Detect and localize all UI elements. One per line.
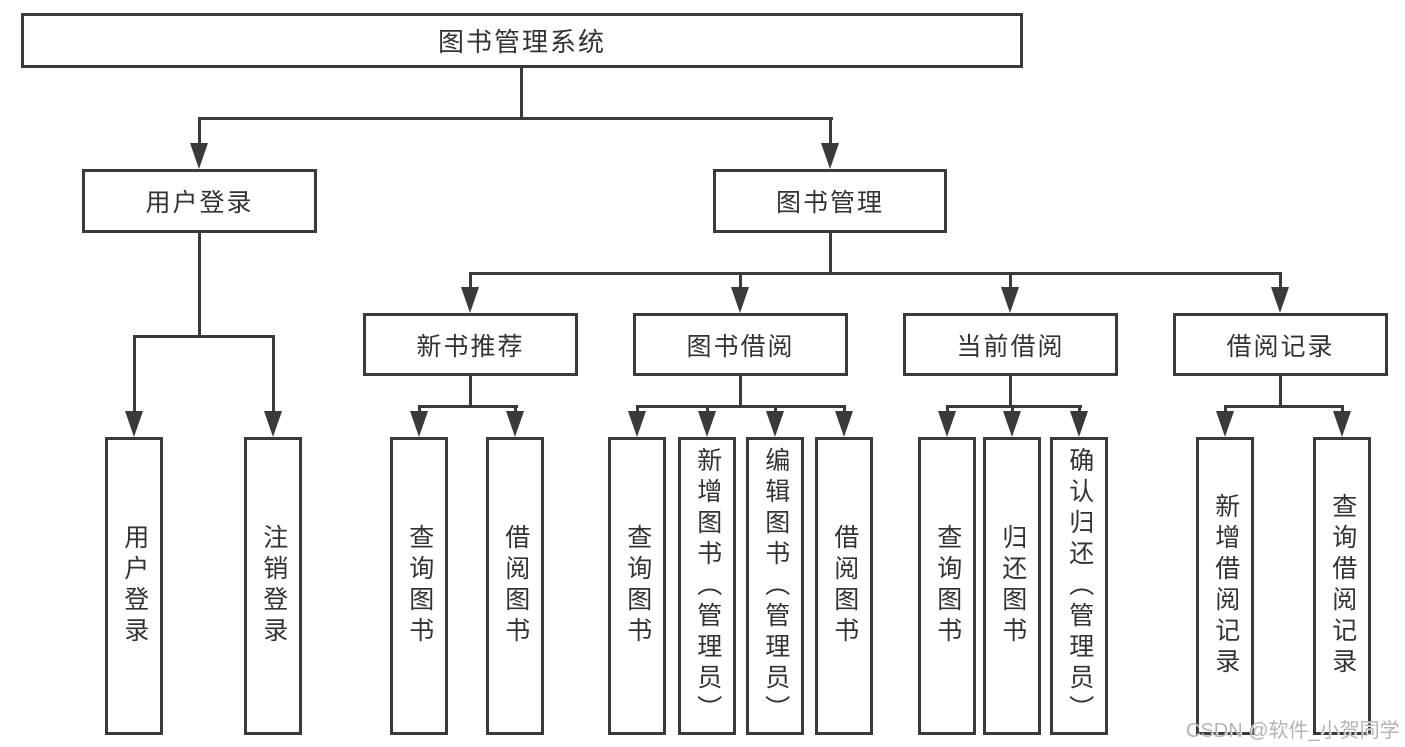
node-book-borrow-label: 图书借阅	[686, 332, 795, 361]
leaf-return-books: 归还图书	[983, 437, 1041, 735]
connector-root-branch	[198, 117, 833, 120]
leaf-logout-label: 注销登录	[259, 524, 288, 648]
arrow-down-icon	[125, 411, 143, 437]
node-current-borrow: 当前借阅	[903, 313, 1118, 376]
connector-stub	[1011, 405, 1014, 413]
node-library-management-system: 图书管理系统	[21, 13, 1023, 68]
leaf-add-borrow-record-label: 新增借阅记录	[1211, 493, 1240, 679]
leaf-borrow-books-label: 借阅图书	[830, 524, 859, 648]
node-current-borrow-label: 当前借阅	[956, 332, 1065, 361]
leaf-return-books-label: 归还图书	[998, 524, 1027, 648]
leaf-borrow-books-recommend: 借阅图书	[486, 437, 544, 735]
connector-borrow-branch	[636, 405, 846, 408]
connector-stub	[636, 405, 639, 413]
arrow-down-icon	[1001, 287, 1019, 313]
arrow-down-icon	[1070, 411, 1088, 437]
leaf-add-borrow-record: 新增借阅记录	[1196, 437, 1254, 735]
leaf-borrow-books-recommend-label: 借阅图书	[501, 524, 530, 648]
leaf-query-books-borrow-label: 查询图书	[623, 524, 652, 648]
connector-to-book-borrow	[739, 272, 742, 289]
connector-to-new-book	[469, 272, 472, 289]
connector-current-branch	[946, 405, 1082, 408]
connector-records-stem	[1279, 376, 1282, 407]
connector-stub	[1224, 405, 1227, 413]
connector-login-stem	[198, 233, 201, 335]
connector-rec-stem	[469, 376, 472, 407]
node-user-login: 用户登录	[82, 169, 317, 233]
connector-records-branch	[1224, 405, 1344, 408]
leaf-query-borrow-record-label: 查询借阅记录	[1328, 493, 1357, 679]
arrow-down-icon	[628, 411, 646, 437]
connector-login-branch	[133, 335, 275, 338]
arrow-down-icon	[1271, 287, 1289, 313]
connector-stub	[514, 405, 517, 413]
leaf-query-books-recommend: 查询图书	[390, 437, 448, 735]
csdn-watermark: CSDN @软件_小贺同学	[1186, 720, 1400, 742]
arrow-down-icon	[1216, 411, 1234, 437]
node-user-login-label: 用户登录	[145, 189, 254, 217]
leaf-query-books-current: 查询图书	[918, 437, 976, 735]
leaf-query-books-current-label: 查询图书	[933, 524, 962, 648]
connector-stub	[946, 405, 949, 413]
connector-stub	[774, 405, 777, 413]
arrow-down-icon	[731, 287, 749, 313]
arrow-down-icon	[264, 411, 282, 437]
arrow-down-icon	[190, 143, 208, 169]
node-book-borrow: 图书借阅	[633, 313, 848, 376]
connector-stub	[1078, 405, 1081, 413]
node-new-book-recommend: 新书推荐	[363, 313, 578, 376]
node-book-management-label: 图书管理	[775, 189, 884, 217]
leaf-confirm-return-admin-label: 确认归还（管理员）	[1065, 446, 1094, 726]
leaf-add-books-admin-label: 新增图书（管理员）	[693, 446, 722, 726]
arrow-down-icon	[821, 143, 839, 169]
connector-stub	[706, 405, 709, 413]
arrow-down-icon	[835, 411, 853, 437]
leaf-query-borrow-record: 查询借阅记录	[1313, 437, 1371, 735]
connector-to-current-borrow	[1009, 272, 1012, 289]
connector-root-stem	[520, 68, 523, 117]
connector-mgmt-stem	[829, 233, 832, 274]
leaf-query-books-recommend-label: 查询图书	[405, 524, 434, 648]
connector-rec-branch	[418, 405, 518, 408]
leaf-confirm-return-admin: 确认归还（管理员）	[1050, 437, 1108, 735]
node-new-book-recommend-label: 新书推荐	[416, 332, 525, 361]
connector-to-leaf-user-login	[133, 335, 136, 413]
connector-mgmt-branch	[469, 272, 1282, 275]
arrow-down-icon	[410, 411, 428, 437]
connector-to-book-management	[829, 117, 832, 145]
leaf-user-login: 用户登录	[105, 437, 163, 735]
leaf-query-books-borrow: 查询图书	[608, 437, 666, 735]
connector-stub	[843, 405, 846, 413]
connector-current-stem	[1009, 376, 1012, 407]
root-node-label: 图书管理系统	[437, 27, 606, 57]
leaf-borrow-books: 借阅图书	[815, 437, 873, 735]
arrow-down-icon	[698, 411, 716, 437]
leaf-edit-books-admin: 编辑图书（管理员）	[746, 437, 804, 735]
node-borrow-records: 借阅记录	[1173, 313, 1388, 376]
node-borrow-records-label: 借阅记录	[1226, 332, 1335, 361]
arrow-down-icon	[1333, 411, 1351, 437]
node-book-management: 图书管理	[713, 169, 947, 233]
arrow-down-icon	[506, 411, 524, 437]
arrow-down-icon	[938, 411, 956, 437]
connector-stub	[1341, 405, 1344, 413]
connector-borrow-stem	[739, 376, 742, 407]
leaf-add-books-admin: 新增图书（管理员）	[678, 437, 736, 735]
leaf-logout: 注销登录	[244, 437, 302, 735]
arrow-down-icon	[461, 287, 479, 313]
connector-to-user-login	[198, 117, 201, 145]
connector-to-borrow-records	[1279, 272, 1282, 289]
connector-stub	[418, 405, 421, 413]
arrow-down-icon	[1003, 411, 1021, 437]
connector-to-leaf-logout	[272, 335, 275, 413]
leaf-user-login-label: 用户登录	[120, 524, 149, 648]
arrow-down-icon	[766, 411, 784, 437]
leaf-edit-books-admin-label: 编辑图书（管理员）	[761, 446, 790, 726]
